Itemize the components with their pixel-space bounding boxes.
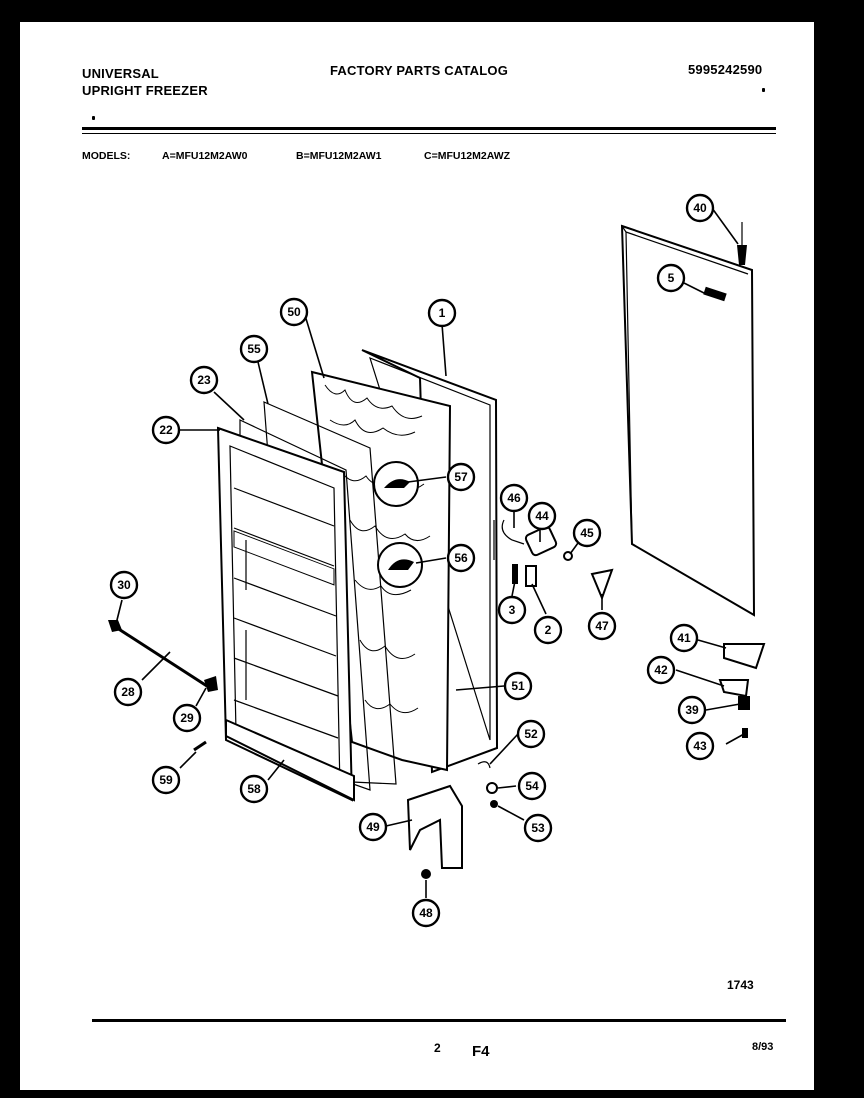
callout-30: 30 [109,570,139,600]
header-rule [82,127,776,130]
scan-speck [762,88,765,92]
callout-44: 44 [527,501,557,531]
page-number: 2 [434,1041,441,1055]
svg-text:3: 3 [509,603,516,617]
svg-text:59: 59 [159,773,173,787]
model-c: C=MFU12M2AWZ [424,150,511,162]
svg-text:53: 53 [531,821,545,835]
svg-text:48: 48 [419,906,433,920]
section-code: F4 [472,1043,490,1060]
scan-speck [831,91,834,95]
svg-text:2: 2 [545,623,552,637]
catalog-date: 8/93 [752,1041,774,1053]
callout-3: 3 [497,595,527,625]
callout-29: 29 [172,703,202,733]
svg-text:47: 47 [595,619,609,633]
screw-part-59 [193,740,207,752]
callout-53: 53 [523,813,553,843]
switch-parts [501,519,614,601]
door-stop-rod [108,620,218,692]
svg-text:50: 50 [287,305,301,319]
svg-text:29: 29 [180,711,194,725]
callout-56: 56 [446,543,476,573]
callout-22: 22 [151,415,181,445]
svg-text:51: 51 [511,679,525,693]
svg-text:28: 28 [121,685,135,699]
brand-name: UNIVERSAL [82,66,159,81]
svg-text:1: 1 [439,306,446,320]
callout-58: 58 [239,774,269,804]
callout-50: 50 [279,297,309,327]
header-rule-thin [82,133,776,134]
round-label-56 [377,542,423,588]
model-b: B=MFU12M2AW1 [296,150,382,162]
leader-lines [115,207,745,898]
small-fasteners [421,761,498,879]
svg-text:23: 23 [197,373,211,387]
callout-49: 49 [358,812,388,842]
models-label: MODELS: [82,150,131,162]
svg-text:49: 49 [366,820,380,834]
scan-speck [830,44,833,48]
callout-46: 46 [499,483,529,513]
callout-42: 42 [646,655,676,685]
svg-text:41: 41 [677,631,691,645]
svg-text:44: 44 [535,509,549,523]
round-label-57 [373,461,419,507]
svg-text:46: 46 [507,491,521,505]
callout-55: 55 [239,334,269,364]
svg-text:56: 56 [454,551,468,565]
callout-1: 1 [427,298,457,328]
callout-51: 51 [503,671,533,701]
svg-text:22: 22 [159,423,173,437]
product-name: UPRIGHT FREEZER [82,83,208,98]
svg-text:43: 43 [693,739,707,753]
svg-text:5: 5 [668,271,675,285]
scan-speck [832,66,835,70]
callout-54: 54 [517,771,547,801]
svg-text:52: 52 [524,727,538,741]
callout-48: 48 [411,898,441,928]
figure-number: 1743 [727,978,754,992]
callout-39: 39 [677,695,707,725]
svg-text:42: 42 [654,663,668,677]
svg-text:55: 55 [247,342,261,356]
callout-52: 52 [516,719,546,749]
callout-43: 43 [685,731,715,761]
callout-28: 28 [113,677,143,707]
outer-door-panel [620,224,756,617]
scan-speck [92,116,95,120]
lower-hinge-parts [718,643,766,738]
callout-41: 41 [669,623,699,653]
svg-text:40: 40 [693,201,707,215]
callout-57: 57 [446,462,476,492]
callout-47: 47 [587,611,617,641]
svg-text:54: 54 [525,779,539,793]
catalog-title: FACTORY PARTS CATALOG [330,63,509,78]
callout-23: 23 [189,365,219,395]
catalog-number: 5995242590 [688,62,763,77]
callout-40: 40 [685,193,715,223]
door-handle-part-49 [406,784,463,869]
svg-text:57: 57 [454,470,468,484]
svg-text:58: 58 [247,782,261,796]
bottom-trim-part-58 [225,718,355,802]
callout-2: 2 [533,615,563,645]
top-hinge-pin [737,222,747,265]
svg-text:39: 39 [685,703,699,717]
callout-45: 45 [572,518,602,548]
callout-59: 59 [151,765,181,795]
inner-door-liner [216,426,354,802]
model-a: A=MFU12M2AW0 [162,150,248,162]
svg-text:45: 45 [580,526,594,540]
callout-5: 5 [656,263,686,293]
footer-rule [92,1019,786,1022]
svg-text:30: 30 [117,578,131,592]
